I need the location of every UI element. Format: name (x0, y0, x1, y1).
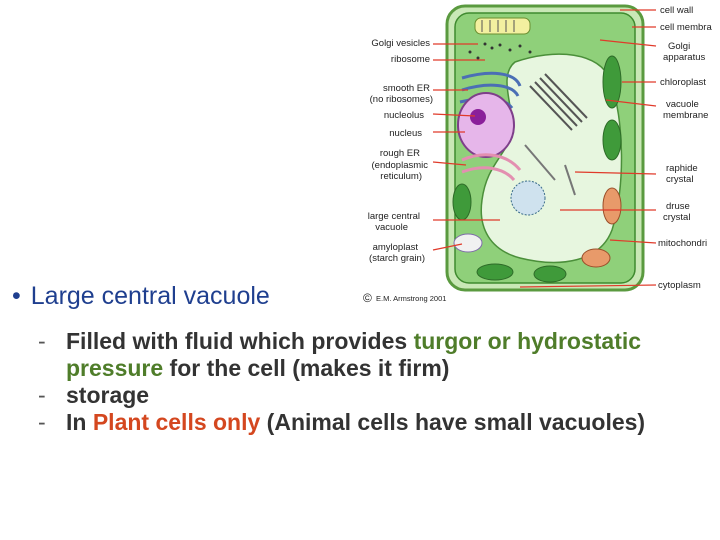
mitochondrion (581, 248, 611, 268)
ribosome-dots (468, 42, 532, 60)
bullet-dot-icon: • (12, 282, 21, 310)
bullet-text: Large central vacuole (30, 282, 270, 310)
dash-icon: - (38, 409, 46, 435)
label-nucleus: nucleus (389, 128, 422, 139)
label-smooth-er-sub: (no ribosomes) (370, 94, 433, 105)
rough-er (461, 153, 522, 182)
label-rough-er: rough ER (380, 148, 420, 159)
chloroplast (602, 55, 622, 109)
sub1-text-a: Filled with fluid which provides (66, 328, 414, 354)
label-cell-membrane: cell membra (660, 22, 712, 33)
nucleus (457, 92, 515, 158)
label-golgi: Golgi (668, 41, 690, 52)
label-arrows (432, 9, 657, 288)
label-rough-er-sub2: reticulum) (380, 171, 422, 182)
label-raphide: raphide (666, 163, 698, 174)
copyright-symbol: © (363, 291, 372, 305)
bullet-heading: • Large central vacuole (12, 282, 270, 311)
label-druse-sub: crystal (663, 212, 690, 223)
credit-text: E.M. Armstrong 2001 (376, 294, 446, 303)
label-cytoplasm: cytoplasm (658, 280, 701, 291)
label-raphide-sub: crystal (666, 174, 693, 185)
label-vacuole-membrane: vacuole (666, 99, 699, 110)
sub1-highlight: turgor or hydrostatic pressure (66, 328, 642, 381)
chloroplast-5 (533, 265, 567, 283)
label-amyloplast-sub: (starch grain) (369, 253, 425, 264)
amyloplast (453, 233, 483, 253)
chloroplast-4 (476, 263, 514, 281)
raphide-single-2 (564, 164, 576, 196)
sub2-text: storage (66, 382, 150, 408)
label-cell-wall: cell wall (660, 5, 693, 16)
label-chloroplast: chloroplast (660, 77, 706, 88)
plant-cell-diagram: Golgi vesicles ribosome smooth ER (no ri… (363, 4, 712, 305)
sub-bullet-list: - Filled with fluid which provides turgo… (38, 328, 678, 436)
sub3-highlight: Plant cells only (92, 409, 261, 435)
label-golgi-sub: apparatus (663, 52, 706, 63)
label-golgi-vesicles: Golgi vesicles (371, 38, 430, 49)
label-nucleolus: nucleolus (384, 110, 424, 121)
label-smooth-er: smooth ER (383, 83, 430, 94)
raphide-crystal (529, 73, 588, 131)
sub-bullet-fluid: - Filled with fluid which provides turgo… (38, 328, 678, 382)
label-large-vacuole: large central (368, 211, 420, 222)
label-large-vacuole-sub: vacuole (375, 222, 408, 233)
dash-icon: - (38, 328, 46, 354)
label-druse: druse (666, 201, 690, 212)
chloroplast-2 (602, 119, 622, 161)
label-mitochondria: mitochondri (658, 238, 707, 249)
label-rough-er-sub: (endoplasmic (372, 160, 429, 171)
sub3-text-a: In (66, 409, 93, 435)
label-ribosome: ribosome (391, 54, 430, 65)
mitochondrion-2 (602, 187, 622, 225)
sub-bullet-storage: - storage (38, 382, 678, 409)
nucleolus (470, 109, 486, 125)
sub3-text-c: (Animal cells have small vacuoles) (260, 409, 646, 435)
chloroplast-3 (452, 183, 472, 221)
sub-bullet-plant-only: - In Plant cells only (Animal cells have… (38, 409, 678, 436)
druse-crystal (510, 180, 546, 216)
sub1-text-c: for the cell (makes it firm) (163, 355, 450, 381)
label-amyloplast: amyloplast (373, 242, 419, 253)
dash-icon: - (38, 382, 46, 408)
label-vacuole-membrane-sub: membrane (663, 110, 708, 121)
raphide-single (524, 144, 556, 181)
golgi-apparatus (474, 17, 531, 35)
